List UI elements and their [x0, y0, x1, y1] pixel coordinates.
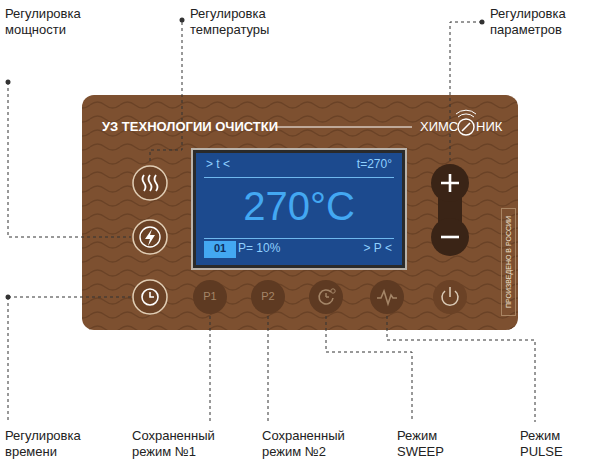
logo-text: НИК: [476, 119, 502, 135]
screen-param: > t <: [206, 158, 230, 172]
button-label: P1: [193, 290, 227, 303]
callout-label: Режим PULSE: [520, 428, 590, 459]
power-level-button: [133, 220, 167, 254]
panel-texture: [82, 95, 518, 330]
on-off-button: [433, 280, 467, 314]
saved-mode-button: P1: [193, 280, 227, 314]
screen-setpoint: t=270°: [357, 158, 392, 172]
screen-divider: [204, 177, 394, 178]
leader-dots: [6, 18, 485, 300]
leader-lines: [8, 22, 535, 422]
callout-label: Регулировка температуры: [190, 6, 300, 37]
screen-power: P= 10%: [238, 242, 280, 256]
panel-heading: УЗ ТЕХНОЛОГИИ ОЧИСТКИ: [102, 120, 278, 135]
logo-icon: [456, 110, 476, 135]
button-label: P2: [251, 290, 285, 303]
plus-minus-rocker: [431, 164, 469, 256]
p2-button-disc: [251, 280, 285, 314]
callout-label: Регулировка мощности: [5, 6, 115, 37]
saved-mode-button: P2: [251, 280, 285, 314]
callout-label: Сохраненный режим №1: [132, 428, 242, 459]
callout-label: Сохраненный режим №2: [262, 428, 372, 459]
power-button: [133, 166, 167, 200]
panel-housing: [82, 95, 518, 330]
origin-text: ПРОИЗВЕДЕНО В РОССИИ: [504, 216, 512, 308]
pulse-button: [370, 280, 404, 314]
screen-param: > P <: [364, 242, 392, 256]
p1-button-disc: [193, 280, 227, 314]
time-button: [133, 280, 167, 314]
program-number-box: 01: [204, 241, 236, 258]
header-rule: [275, 126, 412, 127]
program-number: 01: [204, 242, 236, 255]
display-screen: 01 > t < t=270° 270°C P= 10% > P <: [193, 150, 405, 268]
logo-text: ХИМС: [420, 119, 458, 135]
screen-temperature: 270°C: [196, 183, 402, 229]
screen-divider: [204, 238, 394, 239]
callout-label: Регулировка параметров: [490, 6, 595, 37]
origin-tag: ПРОИЗВЕДЕНО В РОССИИ: [501, 208, 516, 316]
sweep-button: [309, 280, 343, 314]
callout-label: Регулировка времени: [5, 428, 115, 459]
callout-label: Режим SWEEP: [397, 428, 467, 459]
